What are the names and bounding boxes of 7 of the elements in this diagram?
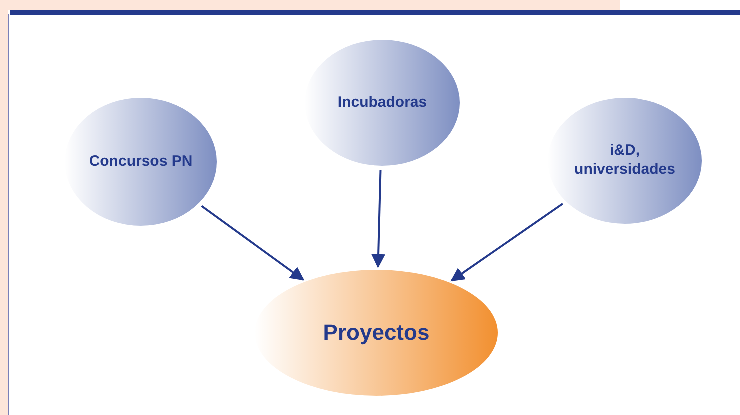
node-label: i&D, universidades [574,142,676,180]
arrow [372,170,386,268]
node-label: Proyectos [323,319,430,347]
arrow [450,203,564,282]
node-label: Concursos PN [88,152,194,172]
node-label: Incubadoras [336,94,428,112]
arrow [201,205,305,281]
